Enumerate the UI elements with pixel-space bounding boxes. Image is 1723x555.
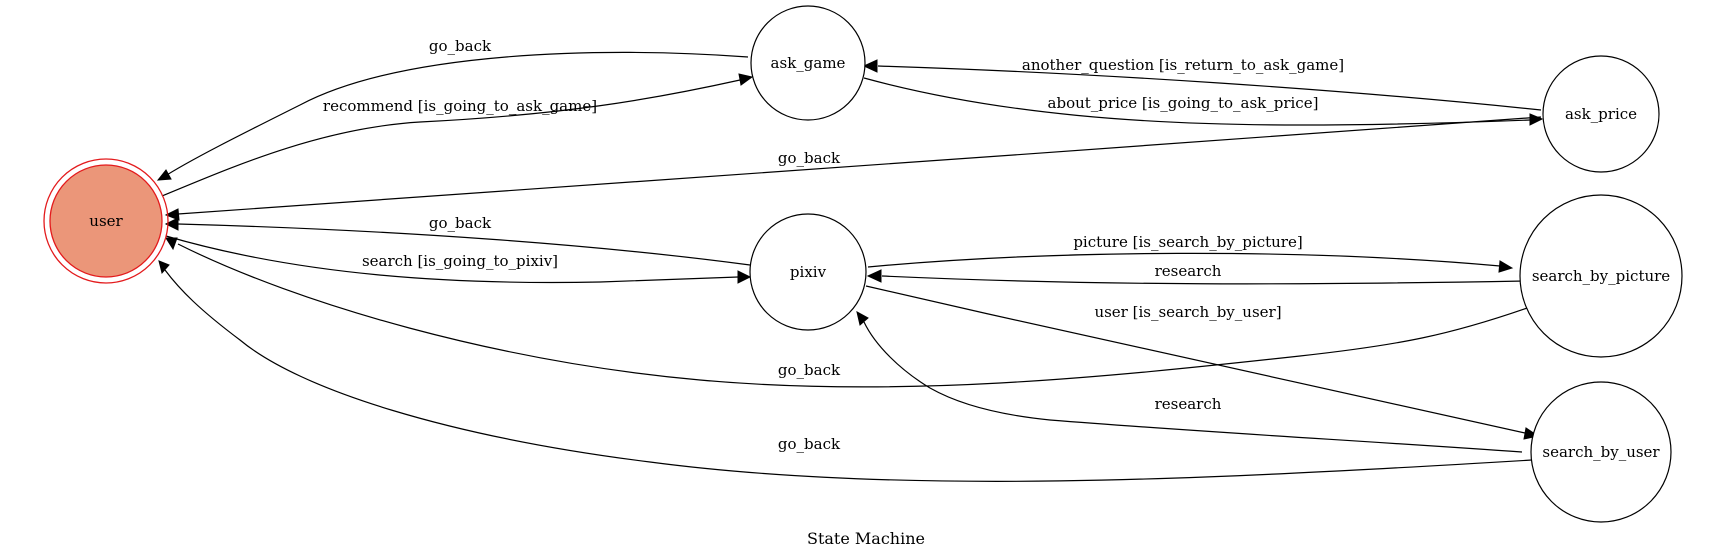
edge-ask-price-to-user: go_back <box>164 116 1542 221</box>
node-search-by-user: search_by_user <box>1530 381 1672 523</box>
edge-label-ask-price-to-user: go_back <box>778 149 841 167</box>
node-label-ask-game: ask_game <box>771 54 846 72</box>
edge-search-by-user-to-user: go_back <box>158 260 1533 482</box>
edge-ask-price-to-ask-game: another_question [is_return_to_ask_game] <box>862 56 1542 111</box>
edge-label-user-to-pixiv: search [is_going_to_pixiv] <box>362 252 558 270</box>
node-label-search-by-user: search_by_user <box>1542 443 1660 461</box>
edge-label-search-by-picture-to-pixiv: research <box>1155 262 1222 280</box>
edge-pixiv-to-search-by-picture: picture [is_search_by_picture] <box>867 233 1514 273</box>
node-user: user <box>43 158 169 284</box>
node-ask-game: ask_game <box>750 5 866 121</box>
edge-ask-game-to-ask-price: about_price [is_going_to_ask_price] <box>863 77 1544 126</box>
node-label-ask-price: ask_price <box>1565 105 1637 123</box>
edge-search-by-picture-to-user: go_back <box>165 237 1531 388</box>
edge-search-by-picture-to-pixiv: research <box>866 262 1526 285</box>
edge-label-pixiv-to-search-by-user: user [is_search_by_user] <box>1094 303 1281 321</box>
edge-label-search-by-picture-to-user: go_back <box>778 361 841 379</box>
edge-search-by-user-to-pixiv: research <box>856 311 1523 453</box>
edge-label-user-to-ask-game: recommend [is_going_to_ask_game] <box>323 97 597 115</box>
node-pixiv: pixiv <box>749 213 867 331</box>
edge-label-search-by-user-to-pixiv: research <box>1155 395 1222 413</box>
edge-label-ask-game-to-ask-price: about_price [is_going_to_ask_price] <box>1048 94 1319 112</box>
node-label-pixiv: pixiv <box>790 263 827 281</box>
diagram-title: State Machine <box>807 529 925 548</box>
node-label-user: user <box>89 212 123 230</box>
node-search-by-picture: search_by_picture <box>1519 194 1683 358</box>
node-label-search-by-picture: search_by_picture <box>1532 267 1670 285</box>
node-ask-price: ask_price <box>1542 55 1660 173</box>
edge-label-pixiv-to-search-by-picture: picture [is_search_by_picture] <box>1073 233 1302 251</box>
edge-label-search-by-user-to-user: go_back <box>778 435 841 453</box>
edge-label-ask-price-to-ask-game: another_question [is_return_to_ask_game] <box>1022 56 1344 74</box>
edge-label-ask-game-to-user: go_back <box>429 37 492 55</box>
edge-user-to-pixiv: search [is_going_to_pixiv] <box>165 235 752 284</box>
edge-pixiv-to-search-by-user: user [is_search_by_user] <box>865 285 1540 440</box>
edge-ask-game-to-user: go_back <box>156 37 749 181</box>
edge-pixiv-to-user: go_back <box>164 214 751 266</box>
edge-user-to-ask-game: recommend [is_going_to_ask_game] <box>161 73 754 197</box>
edge-label-pixiv-to-user: go_back <box>429 214 492 232</box>
